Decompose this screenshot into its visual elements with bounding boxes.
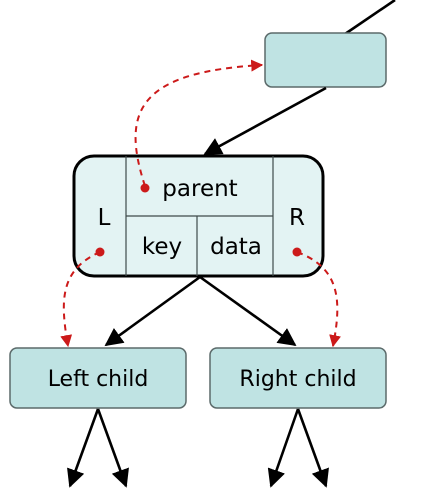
right-pointer-label: R xyxy=(289,205,305,231)
right-pointer-arrow xyxy=(296,251,341,348)
edge-left-child-to-grandchild-2 xyxy=(96,408,129,488)
data-field-label: data xyxy=(210,234,262,260)
edge-grandparent-to-parent xyxy=(344,0,396,36)
edge-parent-to-node xyxy=(203,86,327,156)
left-child-box xyxy=(9,347,187,409)
parent-pointer-dot xyxy=(140,183,150,193)
parent-field-label: parent xyxy=(162,176,237,202)
edge-right-child-to-grandchild-1 xyxy=(267,408,300,488)
right-child-box xyxy=(209,347,387,409)
edge-right-child-to-grandchild-2 xyxy=(296,408,329,488)
left-pointer-dot xyxy=(95,247,105,257)
right-child-label: Right child xyxy=(239,367,356,392)
parent-node-box xyxy=(264,32,387,88)
edge-left-child-to-grandchild-1 xyxy=(67,408,100,488)
key-field-label: key xyxy=(142,234,182,260)
parent-pointer-arrow xyxy=(134,59,264,187)
right-pointer-dot xyxy=(292,247,302,257)
main-node: L R parent key data xyxy=(72,154,325,278)
left-pointer-label: L xyxy=(98,205,111,231)
edge-node-to-left-child xyxy=(104,275,201,347)
left-pointer-arrow xyxy=(60,251,101,348)
left-child-label: Left child xyxy=(48,367,149,392)
edge-node-to-right-child xyxy=(199,275,297,347)
